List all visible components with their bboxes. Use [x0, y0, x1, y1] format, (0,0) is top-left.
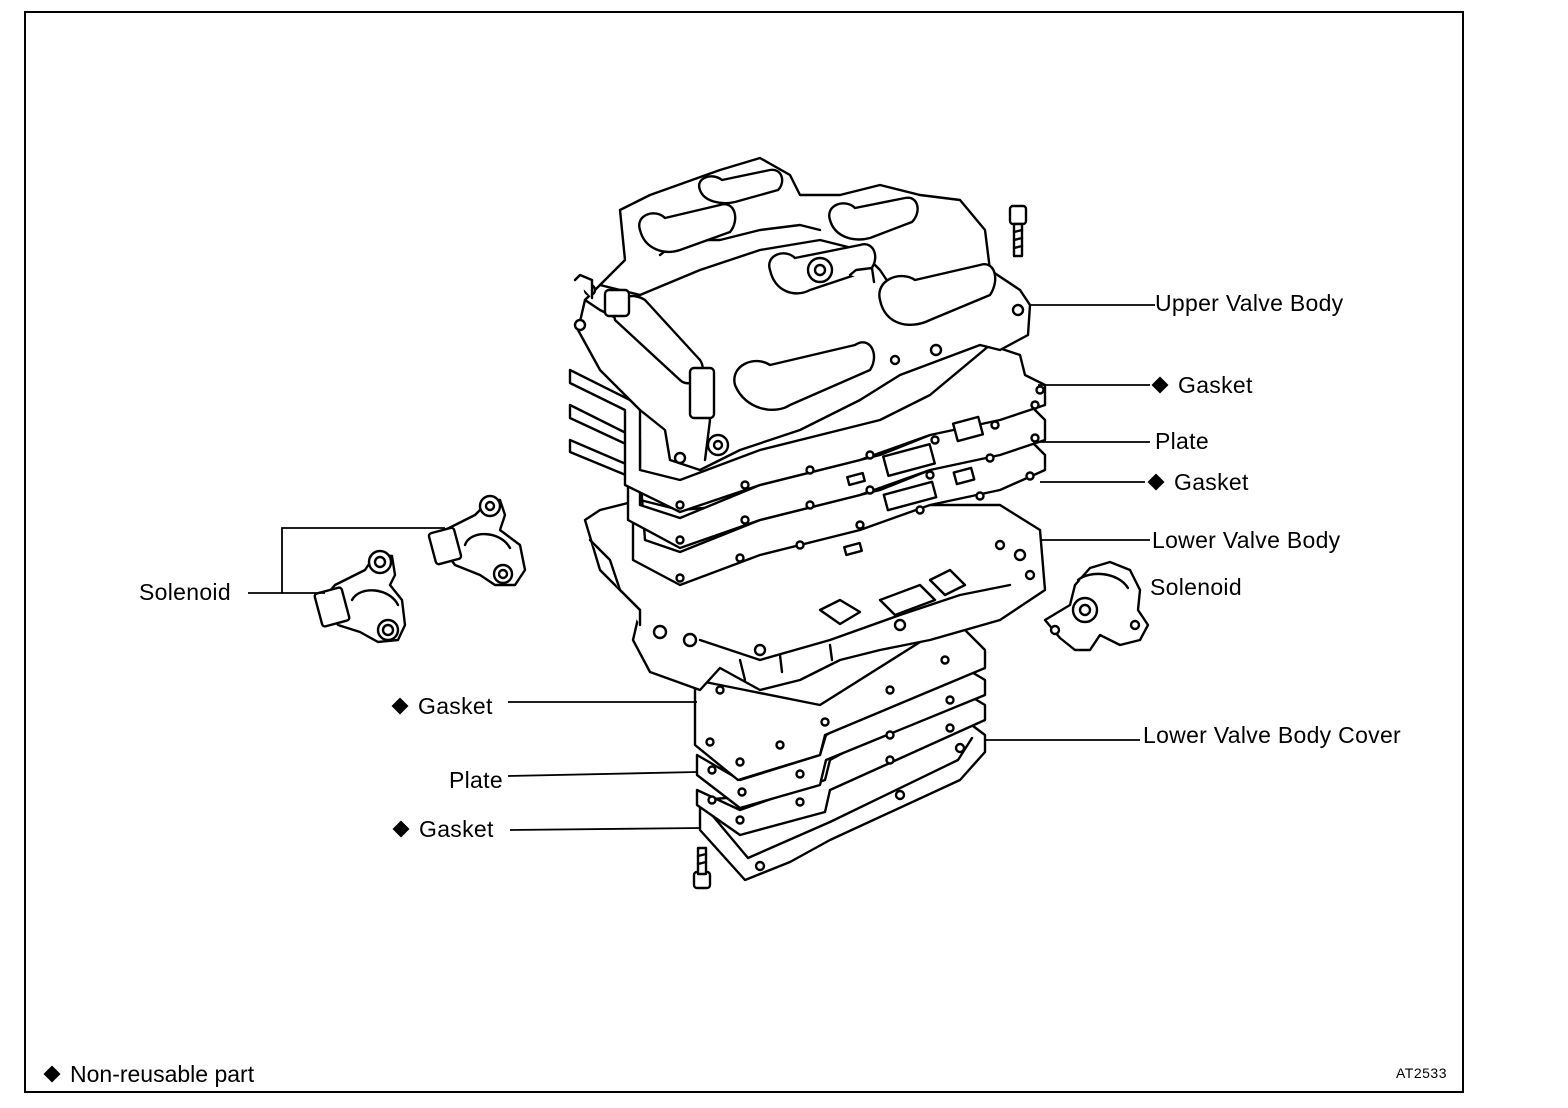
leader-lines	[248, 304, 1155, 831]
solenoid-left-lower	[313, 549, 407, 644]
label-gasket-right-1: Gasket	[1151, 372, 1253, 398]
solenoid-left-upper	[427, 494, 527, 587]
label-solenoid-left: Solenoid	[139, 579, 231, 605]
black-diamond-icon	[43, 1065, 61, 1083]
label-gasket-left-1: Gasket	[391, 693, 493, 719]
label-plate-right: Plate	[1155, 428, 1209, 454]
label-plate-left: Plate	[449, 767, 503, 793]
black-diamond-icon	[391, 697, 409, 715]
label-lower-valve-body-cover: Lower Valve Body Cover	[1143, 722, 1402, 748]
label-gasket-right-2: Gasket	[1147, 469, 1249, 495]
lower-valve-body-cover	[698, 718, 987, 882]
lower-bolt	[692, 846, 712, 890]
label-lower-valve-body: Lower Valve Body	[1152, 527, 1341, 553]
upper-plate	[568, 403, 1047, 550]
upper-bolt	[1008, 204, 1028, 258]
black-diamond-icon	[1151, 376, 1169, 394]
black-diamond-icon	[392, 820, 410, 838]
legend-non-reusable: Non-reusable part	[43, 1061, 254, 1087]
label-solenoid-right: Solenoid	[1150, 574, 1242, 600]
figure-code: AT2533	[1396, 1065, 1447, 1081]
upper-valve-body	[573, 156, 1032, 472]
lower-gasket-1	[693, 618, 987, 782]
diagram-frame	[24, 11, 1464, 1093]
upper-gasket-1	[568, 343, 1047, 514]
black-diamond-icon	[1147, 473, 1165, 491]
label-upper-valve-body: Upper Valve Body	[1155, 290, 1344, 316]
label-gasket-left-2: Gasket	[392, 816, 494, 842]
solenoid-right	[1043, 560, 1150, 652]
